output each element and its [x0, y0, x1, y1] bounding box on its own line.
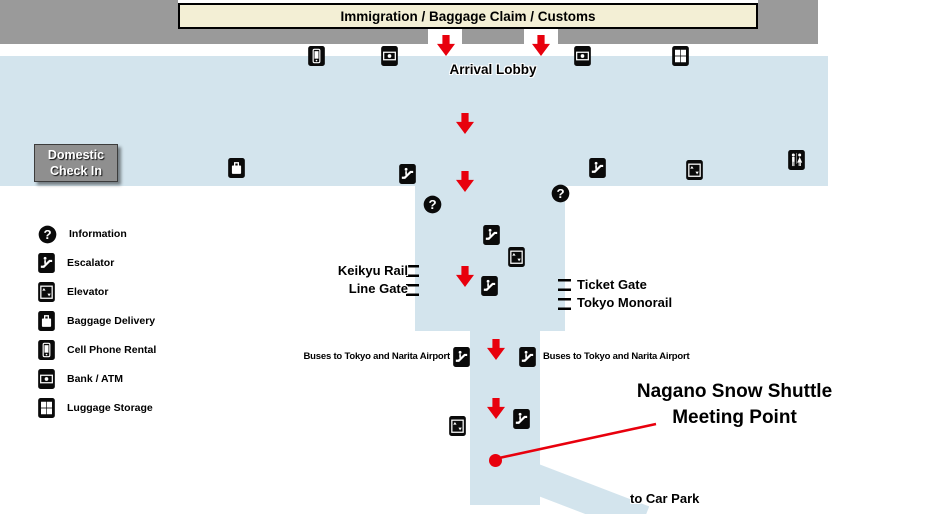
information-icon	[423, 195, 442, 214]
escalator-icon	[589, 158, 606, 178]
elevator-icon	[449, 416, 466, 436]
luggage-storage-icon	[38, 398, 55, 418]
cell-phone-rental-icon	[308, 46, 325, 66]
escalator-icon	[481, 276, 498, 296]
meeting-point-line1: Nagano Snow Shuttle	[636, 381, 833, 402]
legend-item-luggage-storage: Luggage Storage	[38, 398, 156, 418]
luggage-storage-icon	[672, 46, 689, 66]
zone-gray-strip-left	[178, 29, 428, 44]
domestic-check-in-box: Domestic Check In	[34, 144, 118, 182]
meeting-point-label: Nagano Snow Shuttle Meeting Point	[612, 379, 857, 431]
monorail-gate-line2: Tokyo Monorail	[577, 295, 673, 310]
zone-gray-topright	[758, 0, 818, 44]
escalator-icon	[513, 409, 530, 429]
route-arrow-icon	[437, 35, 455, 56]
legend-item-escalator: Escalator	[38, 253, 156, 273]
route-arrow-icon	[532, 35, 550, 56]
keikyu-gate-marks	[406, 265, 419, 303]
bank-atm-icon	[574, 46, 591, 66]
domestic-check-in-line2: Check In	[49, 164, 103, 178]
immigration-banner-label: Immigration / Baggage Claim / Customs	[340, 8, 596, 24]
monorail-gate-line1: Ticket Gate	[577, 277, 647, 292]
immigration-banner: Immigration / Baggage Claim / Customs	[178, 3, 758, 29]
keikyu-gate-line2: Line Gate	[348, 281, 408, 296]
escalator-icon	[483, 225, 500, 245]
cell-phone-rental-icon	[38, 340, 55, 360]
legend-item-elevator: Elevator	[38, 282, 156, 302]
legend-item-bank-atm: Bank / ATM	[38, 369, 156, 389]
legend-label-cell-phone-rental: Cell Phone Rental	[67, 344, 157, 356]
legend-item-cell-phone-rental: Cell Phone Rental	[38, 340, 156, 360]
bank-atm-icon	[381, 46, 398, 66]
monorail-gate-label: Ticket Gate Tokyo Monorail	[577, 276, 672, 312]
information-icon	[38, 225, 57, 244]
zone-corridor-wide	[415, 186, 565, 331]
escalator-icon	[519, 347, 536, 367]
buses-left-label: Buses to Tokyo and Narita Airport	[303, 351, 451, 362]
zone-gray-strip-right	[558, 29, 758, 44]
zone-gray-topleft	[0, 0, 178, 44]
legend: Information Escalator Elevator Baggage D…	[38, 224, 156, 418]
car-park-label: to Car Park	[630, 491, 700, 506]
legend-item-information: Information	[38, 224, 156, 244]
legend-label-elevator: Elevator	[67, 286, 109, 298]
legend-label-escalator: Escalator	[67, 257, 115, 269]
escalator-icon	[38, 253, 55, 273]
escalator-icon	[453, 347, 470, 367]
baggage-delivery-icon	[228, 158, 245, 178]
keikyu-gate-label: Keikyu Rail Line Gate	[328, 262, 408, 298]
legend-label-bank-atm: Bank / ATM	[67, 373, 124, 385]
legend-label-information: Information	[69, 228, 127, 240]
elevator-icon	[686, 160, 703, 180]
legend-item-baggage-delivery: Baggage Delivery	[38, 311, 156, 331]
meeting-point-line2: Meeting Point	[672, 407, 797, 428]
elevator-icon	[508, 247, 525, 267]
restroom-icon	[788, 150, 805, 170]
bank-atm-icon	[38, 369, 55, 389]
arrival-lobby-label: Arrival Lobby	[449, 62, 537, 77]
keikyu-gate-line1: Keikyu Rail	[337, 263, 408, 278]
monorail-gate-marks	[558, 279, 571, 317]
legend-label-baggage-delivery: Baggage Delivery	[67, 315, 156, 327]
baggage-delivery-icon	[38, 311, 55, 331]
buses-right-label: Buses to Tokyo and Narita Airport	[543, 351, 690, 362]
legend-label-luggage-storage: Luggage Storage	[67, 402, 153, 414]
domestic-check-in-line1: Domestic	[47, 148, 105, 162]
zone-gray-strip-mid	[462, 29, 524, 44]
information-icon	[551, 184, 570, 203]
elevator-icon	[38, 282, 55, 302]
meeting-point-dot	[489, 454, 502, 467]
escalator-icon	[399, 164, 416, 184]
